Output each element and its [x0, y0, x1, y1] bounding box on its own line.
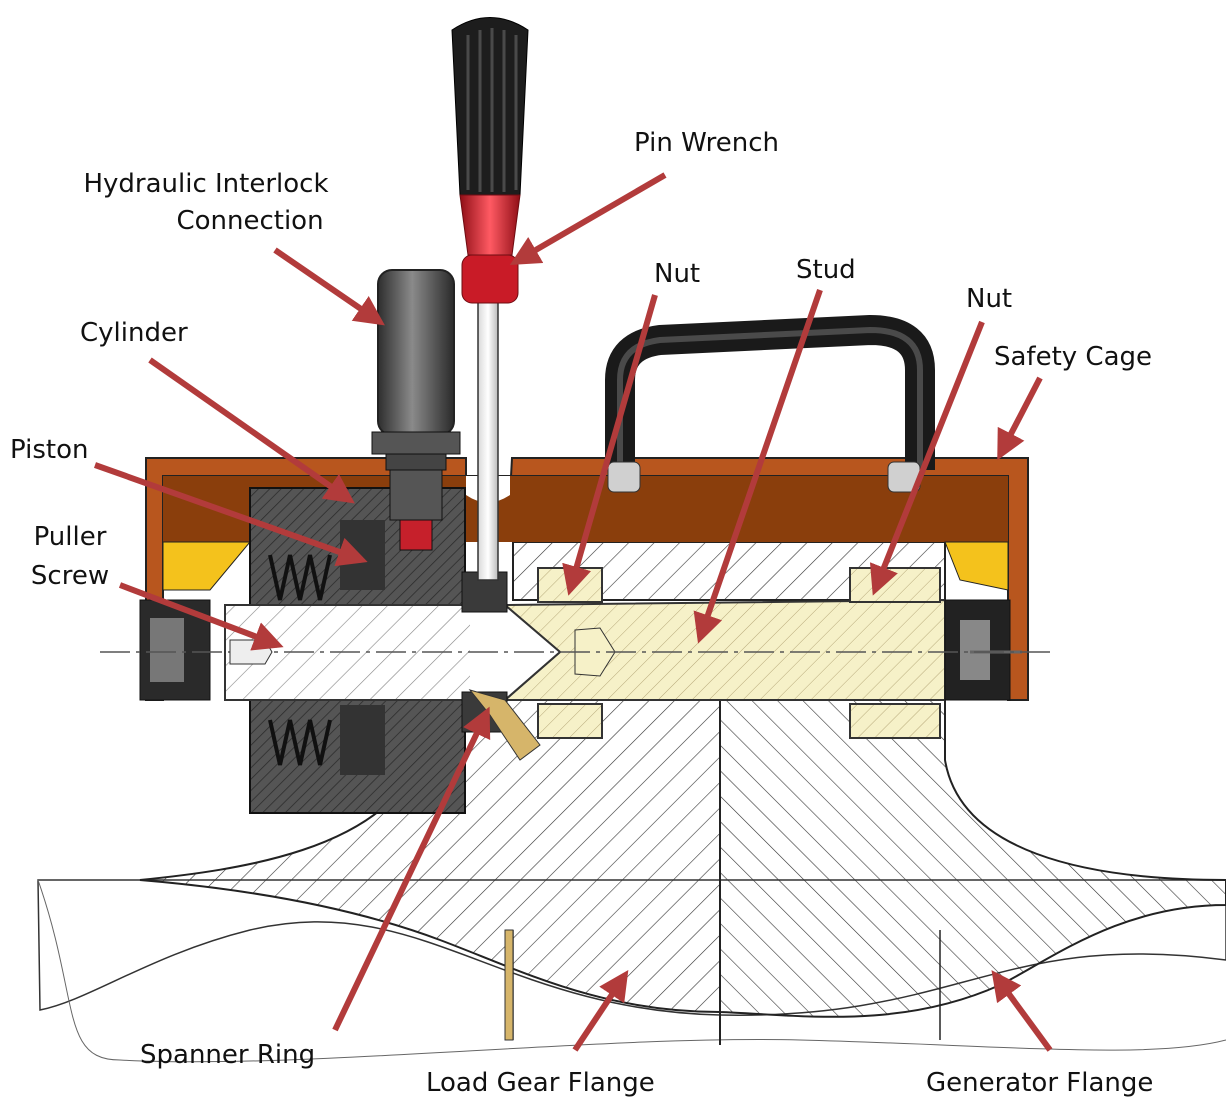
arrow-puller-screw	[118, 582, 284, 651]
callout-arrows	[93, 172, 1053, 1052]
label-cylinder: Cylinder	[80, 318, 188, 348]
flange-body	[37, 699, 1226, 1063]
stud	[502, 598, 946, 701]
label-nut-right: Nut	[966, 284, 1013, 314]
label-hydraulic-interlock-line2: Connection	[176, 206, 324, 236]
label-pin-wrench: Pin Wrench	[634, 128, 779, 158]
label-stud: Stud	[796, 255, 856, 285]
arrow-load-gear-flange	[572, 970, 629, 1052]
label-generator-flange: Generator Flange	[926, 1068, 1154, 1098]
label-piston: Piston	[10, 435, 89, 465]
arrow-nut-left	[562, 294, 658, 596]
nut-right	[849, 567, 941, 739]
arrow-safety-cage	[997, 376, 1043, 461]
arrow-cylinder	[148, 357, 355, 504]
piston-spring-bottom	[268, 719, 332, 766]
arrow-generator-flange	[991, 970, 1053, 1052]
arrow-pin-wrench	[509, 172, 667, 266]
label-nut-left: Nut	[654, 259, 701, 289]
arrow-spanner-ring	[332, 706, 491, 1032]
arrow-hydraulic-interlock	[273, 247, 385, 326]
arrow-stud	[693, 289, 823, 644]
label-hydraulic-interlock-line1: Hydraulic Interlock	[83, 169, 329, 199]
right-end-cap	[944, 599, 1022, 701]
label-load-gear-flange: Load Gear Flange	[426, 1068, 655, 1098]
piston-spring-top	[268, 554, 332, 601]
pin-wrench	[451, 17, 529, 581]
carry-handle	[605, 315, 935, 493]
arrow-nut-right	[869, 320, 985, 596]
tensioner-body	[139, 487, 466, 814]
hydraulic-interlock-connection	[371, 269, 461, 551]
arrow-piston	[93, 462, 368, 567]
label-puller-screw-line1: Puller	[33, 522, 107, 552]
label-spanner-ring: Spanner Ring	[140, 1040, 316, 1070]
label-puller-screw-line2: Screw	[30, 561, 110, 591]
label-safety-cage: Safety Cage	[994, 342, 1153, 372]
